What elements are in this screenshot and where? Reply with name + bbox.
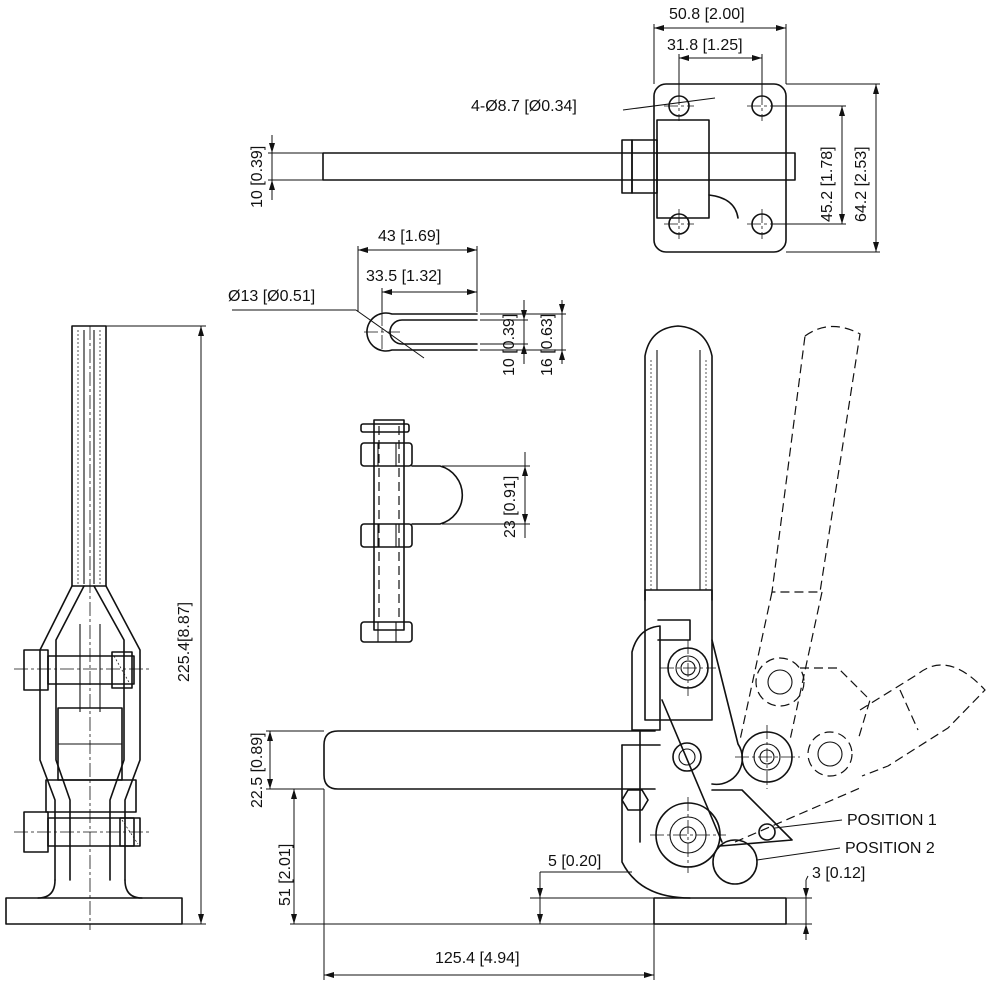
threaded-spindle (373, 419, 405, 631)
spindle-arm (411, 465, 464, 525)
arm-open-phantom (859, 664, 986, 777)
body-block-top (656, 119, 710, 219)
position-1-marker (758, 823, 776, 841)
base-plate-top (653, 83, 787, 253)
base-plate-main (653, 897, 787, 925)
clamp-bar-top (322, 152, 796, 181)
label-position-2: POSITION 2 (845, 840, 935, 857)
dim-overall-length: 125.4 [4.94] (435, 950, 520, 967)
dim-height-total: 64.2 [2.53] (853, 146, 870, 222)
label-position-1: POSITION 1 (847, 812, 937, 829)
base-plate-side (5, 897, 183, 925)
dim-slot-width: 10 [0.39] (501, 314, 518, 376)
dim-hole-spacing-y: 45.2 [1.78] (819, 146, 836, 222)
handle-grip-main (644, 325, 713, 601)
clamp-body (621, 744, 691, 899)
position-2-marker (712, 839, 758, 885)
hex-nut-lower (360, 523, 413, 548)
dim-eye: Ø13 [Ø0.51] (228, 288, 315, 305)
pivot-lower-icon (655, 802, 721, 868)
dim-holes: 4-Ø8.7 [Ø0.34] (471, 98, 577, 115)
side-bolt-head-upper (23, 649, 49, 691)
top-view: 50.8 [2.00] 31.8 [1.25] 4-Ø8.7 [Ø0.34] 1… (249, 6, 880, 253)
hex-nut-upper (360, 442, 413, 467)
dim-bar-length: 43 [1.69] (378, 228, 440, 245)
hex-head (360, 621, 413, 643)
mounting-hole-icon (664, 91, 777, 239)
handle-grip-side (71, 325, 107, 587)
pivot-middle-icon (672, 742, 702, 772)
handle-open-phantom (771, 325, 861, 593)
hex-bolt-icon (621, 789, 649, 811)
main-view: POSITION 1 POSITION 2 22.5 [0.89] 51 [2.… (249, 325, 986, 980)
dim-pivot-height: 51 [2.01] (277, 844, 294, 906)
dim-overall-height: 225.4[8.87] (176, 602, 193, 682)
dim-bar-thickness: 10 [0.39] (249, 146, 266, 208)
side-view: 225.4[8.87] (5, 325, 206, 930)
dim-width-total: 50.8 [2.00] (669, 6, 745, 23)
bar-detail: 43 [1.69] 33.5 [1.32] Ø13 [Ø0.51] 10 [0.… (228, 228, 566, 376)
spindle-detail: 23 [0.91] (360, 419, 530, 643)
dim-bar-width: 16 [0.63] (539, 314, 556, 376)
dim-arm-height: 22.5 [0.89] (249, 732, 266, 808)
dim-spindle-arm-height: 23 [0.91] (502, 476, 519, 538)
dim-slot-length: 33.5 [1.32] (366, 268, 442, 285)
clamping-arm (323, 730, 656, 790)
dim-base-thickness: 3 [0.12] (812, 865, 865, 882)
dim-hole-spacing-x: 31.8 [1.25] (667, 37, 743, 54)
dim-offset: 5 [0.20] (548, 853, 601, 870)
